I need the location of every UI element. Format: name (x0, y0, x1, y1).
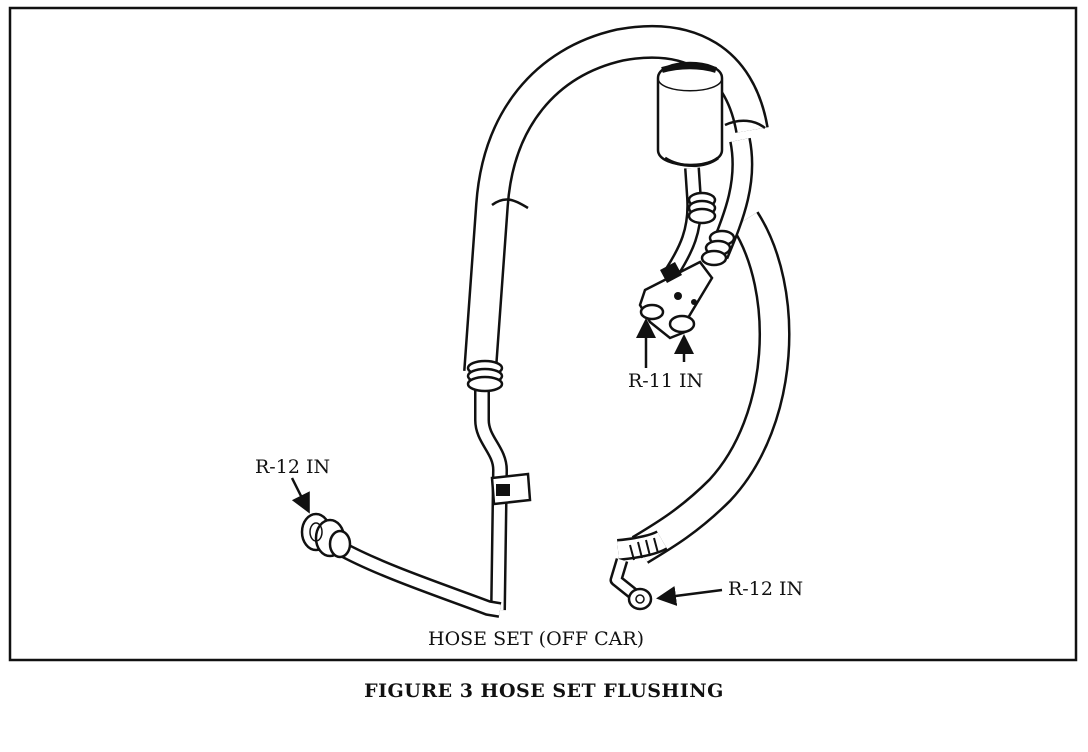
manifold-block (638, 260, 714, 340)
label-hose-set: HOSE SET (OFF CAR) (428, 628, 645, 650)
label-r11: R-11 IN (628, 370, 704, 392)
right-long-hose (631, 211, 791, 564)
left-r12-arrow (290, 477, 310, 514)
line-clamp (490, 472, 532, 506)
accumulator-canister (656, 61, 724, 167)
figure-frame (8, 6, 1078, 662)
left-rigid-line (466, 359, 532, 611)
label-r12-right: R-12 IN (728, 578, 804, 600)
right-r12-arrow (656, 586, 723, 606)
canister-neck-tube (665, 167, 736, 277)
figure-caption: FIGURE 3 HOSE SET FLUSHING (364, 680, 724, 702)
right-r12-fitting (609, 530, 668, 611)
left-loop-hose (463, 24, 769, 374)
r11-arrows (636, 318, 694, 368)
left-r12-fitting (300, 512, 352, 559)
bottom-left-rigid-line (336, 540, 502, 618)
label-r12-left: R-12 IN (255, 456, 331, 478)
